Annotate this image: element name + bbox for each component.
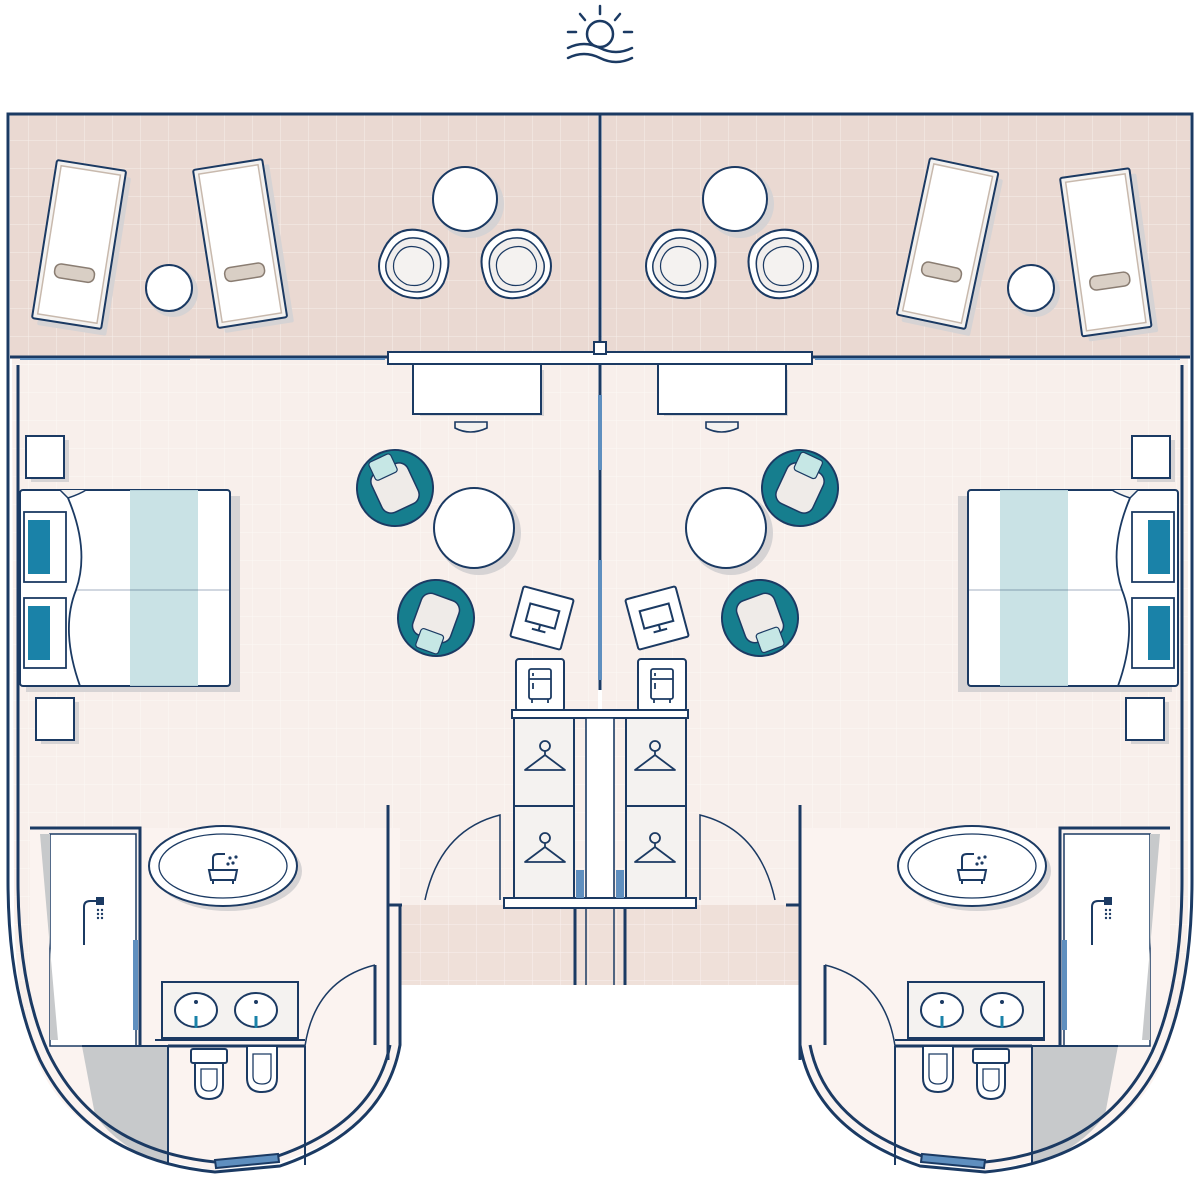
double-bed (19, 489, 241, 693)
nightstand (35, 697, 79, 744)
sea-view-sun-icon (566, 4, 634, 64)
bathroom-window (213, 1152, 987, 1170)
corridor-walls (573, 908, 627, 985)
terrace-table (432, 166, 504, 238)
toilet (190, 1048, 228, 1100)
desk (412, 363, 544, 433)
wardrobe (503, 709, 697, 909)
double-bed (957, 489, 1179, 693)
minibar-fridge-icon (515, 658, 565, 712)
entrance-door (424, 814, 776, 901)
double-vanity (160, 980, 300, 1040)
exterior-wall (6, 357, 1194, 1174)
coffee-table (433, 487, 521, 575)
side-table (1007, 264, 1060, 317)
double-vanity (906, 980, 1046, 1040)
nightstand (25, 435, 69, 482)
bidet (246, 1045, 278, 1093)
terrace-table (702, 166, 774, 238)
bathroom-right (786, 805, 1170, 1165)
minibar-fridge-icon (637, 658, 687, 712)
entrance-corridor (400, 905, 800, 985)
bidet (922, 1045, 954, 1093)
bathroom-left (30, 805, 402, 1165)
toilet (972, 1048, 1010, 1100)
nightstand (1131, 435, 1175, 482)
desk (657, 363, 788, 433)
window-wall (10, 341, 1190, 365)
side-table (145, 264, 198, 317)
coffee-table (685, 487, 773, 575)
nightstand (1125, 697, 1169, 744)
terrace-outline (6, 112, 1194, 357)
